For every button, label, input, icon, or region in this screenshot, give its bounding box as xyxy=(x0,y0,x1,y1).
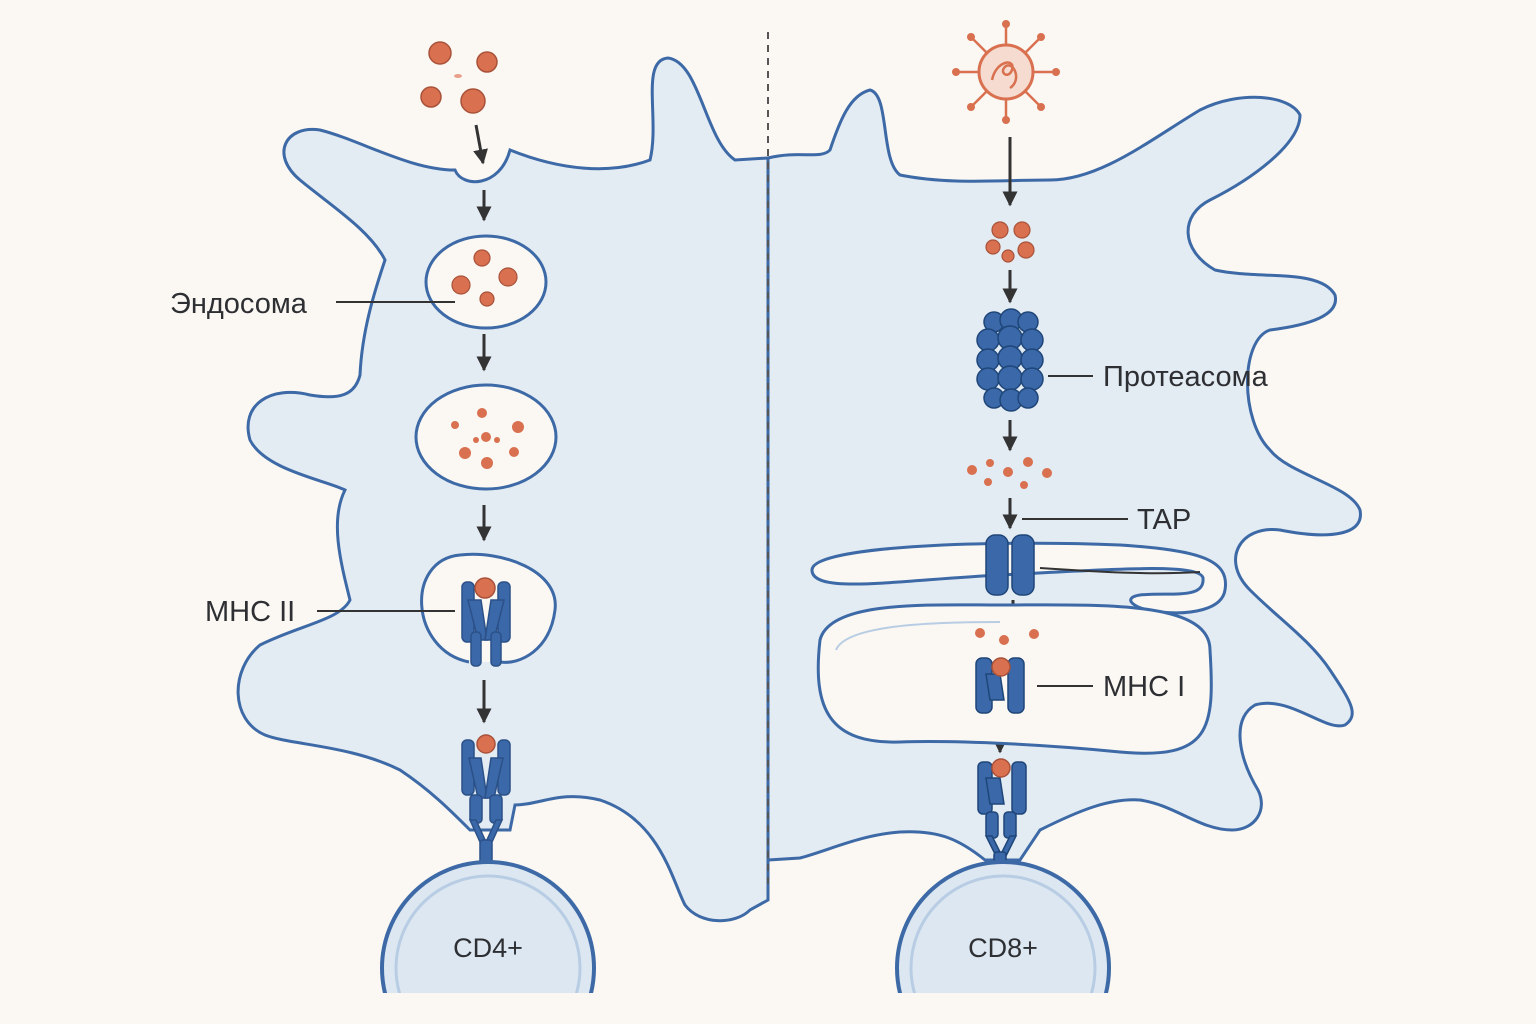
peptide-fragments xyxy=(967,457,1052,489)
peptide-mhc2-surface xyxy=(476,734,496,754)
left-arrows xyxy=(473,124,492,724)
small-fragment xyxy=(454,74,462,78)
peptide-mhc1-surface xyxy=(991,758,1011,778)
cd8-t-cell xyxy=(895,860,1111,993)
cd4-t-cell xyxy=(380,860,596,993)
proteasome-label: Протеасома xyxy=(1103,361,1269,393)
endosome-label: Эндосома xyxy=(170,288,308,320)
mhc2-label: MHC II xyxy=(205,596,295,628)
mhc1-molecule xyxy=(975,657,1025,714)
cd8-label: CD8+ xyxy=(968,933,1038,963)
endosome xyxy=(424,234,548,330)
mhc2-surface-complex xyxy=(461,739,511,869)
proteasome-icon xyxy=(976,308,1044,412)
mhc1-surface-complex xyxy=(977,761,1027,873)
mhc2-molecule xyxy=(461,581,511,667)
extracellular-antigens xyxy=(420,41,498,114)
tap-transporter xyxy=(985,534,1035,596)
left-cell-membrane xyxy=(236,56,770,923)
peptide-mhc1 xyxy=(991,657,1011,677)
peptide-mhc2 xyxy=(474,577,496,599)
virus-icon xyxy=(952,20,1060,124)
cd4-label: CD4+ xyxy=(453,933,523,963)
tap-label: TAP xyxy=(1137,504,1191,536)
mhc2-compartment xyxy=(420,552,557,664)
er-peptides xyxy=(975,628,1039,645)
viral-protein-cluster xyxy=(985,221,1035,263)
er-inner-line xyxy=(1039,567,1201,575)
mhc1-label: MHC I xyxy=(1103,671,1185,703)
lysosome xyxy=(414,383,558,491)
